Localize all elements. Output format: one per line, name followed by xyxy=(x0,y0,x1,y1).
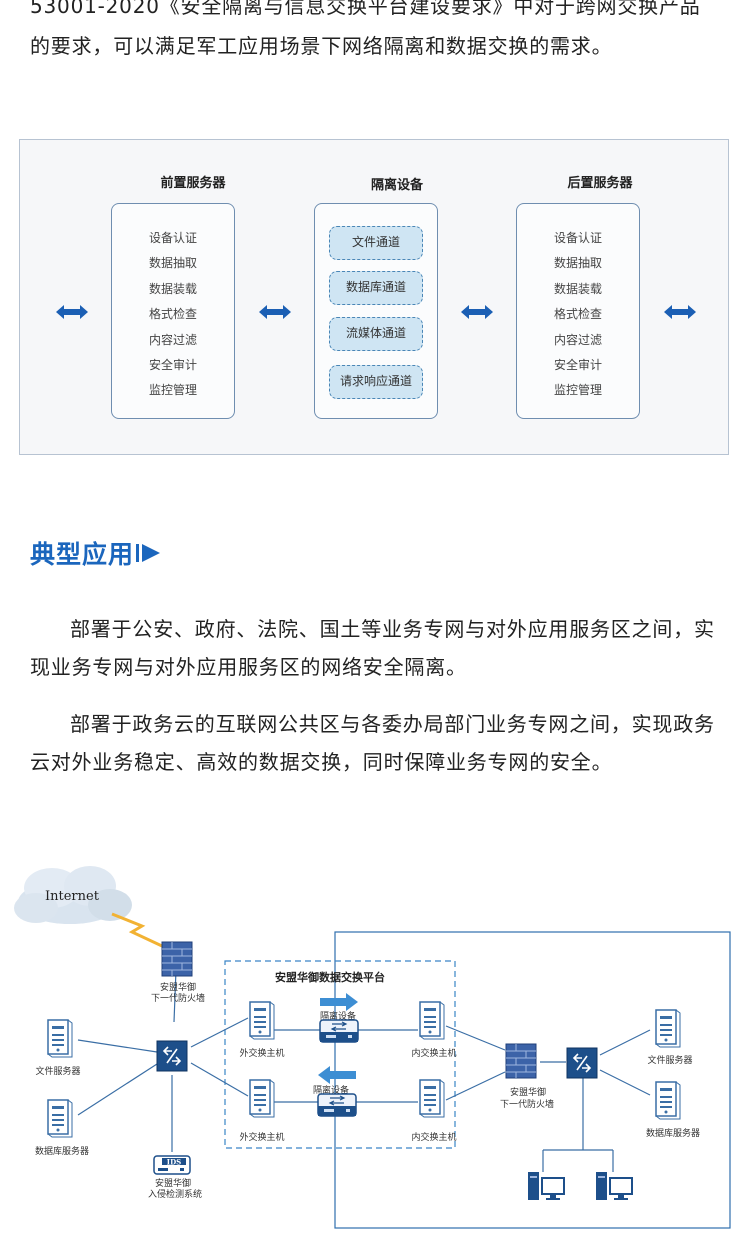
platform-region xyxy=(224,960,456,1149)
front-item-audit: 安全审计 xyxy=(148,358,197,372)
double-arrow-icon xyxy=(664,305,696,319)
firewall-icon xyxy=(161,941,193,977)
firewall-left-line2: 下一代防火墙 xyxy=(151,992,205,1004)
ids-badge: IDS xyxy=(167,1158,181,1167)
inner-host-bottom-label: 内交换主机 xyxy=(411,1131,456,1143)
database-server-icon xyxy=(655,1081,681,1120)
ids-label-line1: 安盟华御 xyxy=(155,1177,191,1189)
front-item-monitor: 监控管理 xyxy=(148,383,197,397)
intro-text: 53001-2020《安全隔离与信息交换平台建设要求》中对于跨网交换产品的要求，… xyxy=(30,0,701,58)
back-item-auth: 设备认证 xyxy=(553,231,602,245)
section-heading-text: 典型应用 xyxy=(30,540,135,569)
arrow-right-icon xyxy=(320,993,358,1011)
back-server-title: 后置服务器 xyxy=(567,176,633,191)
front-item-load: 数据装载 xyxy=(148,282,197,296)
platform-title: 安盟华御数据交换平台 xyxy=(275,970,385,984)
db-server-right-label: 数据库服务器 xyxy=(646,1127,700,1139)
inner-host-top-label: 内交换主机 xyxy=(411,1047,456,1059)
ids-label-line2: 入侵检测系统 xyxy=(148,1188,202,1200)
isolation-device-box: 文件通道 数据库通道 流媒体通道 请求响应通道 xyxy=(314,203,438,419)
isolation-top-label: 隔离设备 xyxy=(320,1010,356,1022)
switch-icon xyxy=(156,1040,188,1072)
file-server-icon xyxy=(47,1019,73,1058)
section-heading: 典型应用 xyxy=(30,535,162,571)
database-server-icon xyxy=(47,1099,73,1138)
back-server-box: 设备认证 数据抽取 数据装载 格式检查 内容过滤 安全审计 监控管理 xyxy=(516,203,640,419)
arrow-left-icon xyxy=(318,1066,356,1084)
isolation-device-title: 隔离设备 xyxy=(370,178,423,193)
architecture-diagram: 前置服务器 隔离设备 后置服务器 设备认证 数据抽取 数据装载 格式检查 内容过… xyxy=(19,139,729,455)
back-item-extract: 数据抽取 xyxy=(553,256,602,270)
isolation-device-icon xyxy=(317,1093,357,1117)
connection-lines xyxy=(77,969,651,1172)
front-server-box: 设备认证 数据抽取 数据装载 格式检查 内容过滤 安全审计 监控管理 xyxy=(111,203,235,419)
back-item-monitor: 监控管理 xyxy=(553,383,602,397)
front-server-title: 前置服务器 xyxy=(160,176,226,191)
db-server-left-label: 数据库服务器 xyxy=(35,1145,89,1157)
workstation-icon xyxy=(595,1171,633,1201)
outer-host-bottom-label: 外交换主机 xyxy=(239,1131,284,1143)
back-item-audit: 安全审计 xyxy=(553,358,602,372)
channel-database: 数据库通道 xyxy=(329,271,423,305)
double-arrow-icon xyxy=(56,305,88,319)
front-item-filter: 内容过滤 xyxy=(148,333,197,347)
front-item-extract: 数据抽取 xyxy=(148,256,197,270)
back-item-load: 数据装载 xyxy=(553,282,602,296)
channel-request-response: 请求响应通道 xyxy=(329,365,423,399)
ids-device-icon: IDS xyxy=(153,1155,191,1175)
file-server-icon xyxy=(655,1009,681,1048)
workstation-icon xyxy=(527,1171,565,1201)
internet-label: Internet xyxy=(45,889,100,904)
front-item-auth: 设备认证 xyxy=(148,231,197,245)
inner-host-icon xyxy=(419,1079,445,1118)
double-arrow-icon xyxy=(461,305,493,319)
front-item-format: 格式检查 xyxy=(148,307,197,321)
firewall-right-line2: 下一代防火墙 xyxy=(500,1098,554,1110)
channel-streaming: 流媒体通道 xyxy=(329,317,423,351)
firewall-icon xyxy=(505,1043,537,1079)
outer-host-icon xyxy=(249,1079,275,1118)
outer-host-icon xyxy=(249,1001,275,1040)
paragraph-2: 部署于政务云的互联网公共区与各委办局部门业务专网之间，实现政务云对外业务稳定、高… xyxy=(30,712,715,774)
firewall-right-line1: 安盟华御 xyxy=(510,1086,546,1098)
network-topology-diagram: Internet 安盟华御 下一代防火墙 文件服务器 数据库服务器 IDS xyxy=(14,866,731,1229)
double-arrow-icon xyxy=(259,305,291,319)
inner-host-icon xyxy=(419,1001,445,1040)
file-server-left-label: 文件服务器 xyxy=(35,1065,80,1077)
play-bar-icon xyxy=(136,544,161,562)
switch-icon xyxy=(566,1047,598,1079)
intranet-region xyxy=(334,931,731,1229)
lightning-link-icon xyxy=(111,912,163,948)
internet-cloud-icon xyxy=(14,866,132,924)
outer-host-top-label: 外交换主机 xyxy=(239,1047,284,1059)
back-item-filter: 内容过滤 xyxy=(553,333,602,347)
channel-file: 文件通道 xyxy=(329,226,423,260)
file-server-right-label: 文件服务器 xyxy=(647,1054,692,1066)
isolation-device-icon xyxy=(319,1019,359,1043)
isolation-bottom-label: 隔离设备 xyxy=(313,1084,349,1096)
firewall-left-line1: 安盟华御 xyxy=(160,981,196,993)
back-item-format: 格式检查 xyxy=(553,307,602,321)
paragraph-1: 部署于公安、政府、法院、国土等业务专网与对外应用服务区之间，实现业务专网与对外应… xyxy=(30,617,715,679)
